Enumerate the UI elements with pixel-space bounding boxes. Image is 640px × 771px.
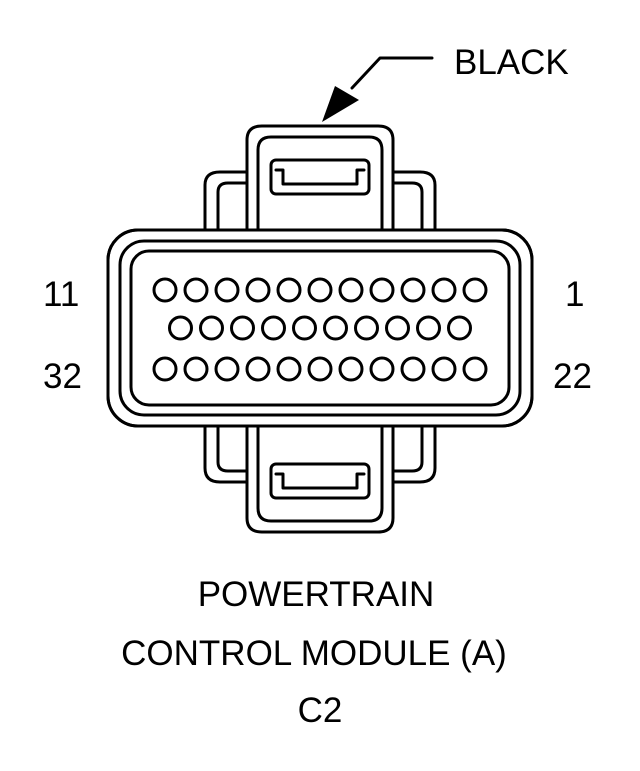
pin-cavity <box>307 277 333 303</box>
pin-cavity <box>338 277 364 303</box>
pin-cavity <box>323 315 348 341</box>
pin-cavity <box>245 277 271 303</box>
color-leader <box>322 56 434 122</box>
pin-cavity <box>447 315 472 341</box>
housing-middle <box>118 239 522 417</box>
pin-cavity <box>199 315 224 341</box>
pin-cavities <box>152 277 488 382</box>
pin-label-bottom-right: 22 <box>553 357 592 396</box>
top-latch-tab <box>269 158 371 196</box>
pin-cavity <box>245 356 271 382</box>
pin-cavity <box>431 356 457 382</box>
housing-outer <box>106 228 534 428</box>
pin-cavity <box>168 315 193 341</box>
caption-line-2: CONTROL MODULE (A) <box>121 634 507 673</box>
pin-cavity <box>230 315 255 341</box>
bottom-latch <box>203 424 437 534</box>
pin-label-bottom-left: 32 <box>43 357 82 396</box>
pin-cavity <box>261 315 286 341</box>
pin-cavity <box>292 315 317 341</box>
pin-cavity <box>214 356 240 382</box>
pin-cavity <box>276 277 302 303</box>
arrow-head <box>322 86 359 122</box>
pin-cavity <box>354 315 379 341</box>
connector-housing <box>106 228 534 428</box>
pin-cavity <box>369 277 395 303</box>
pin-cavity <box>416 315 441 341</box>
bottom-latch-tab <box>269 462 371 500</box>
pin-cavity <box>276 356 302 382</box>
pin-cavity <box>431 277 457 303</box>
pin-cavity <box>183 277 209 303</box>
pin-cavity <box>152 356 178 382</box>
pin-cavity <box>400 356 426 382</box>
pin-cavity <box>307 356 333 382</box>
pin-label-top-right: 1 <box>565 275 584 314</box>
pin-cavity <box>462 277 488 303</box>
color-label: BLACK <box>454 43 569 82</box>
pin-cavity <box>214 277 240 303</box>
caption-line-3: C2 <box>298 691 343 730</box>
pin-cavity <box>400 277 426 303</box>
housing-inner <box>129 249 511 407</box>
pin-label-top-left: 11 <box>43 275 79 314</box>
caption-line-1: POWERTRAIN <box>198 575 435 614</box>
pin-cavity <box>338 356 364 382</box>
pin-cavity <box>462 356 488 382</box>
pin-cavity <box>152 277 178 303</box>
top-latch <box>203 124 437 232</box>
pin-cavity <box>385 315 410 341</box>
pin-cavity <box>369 356 395 382</box>
pin-cavity <box>183 356 209 382</box>
